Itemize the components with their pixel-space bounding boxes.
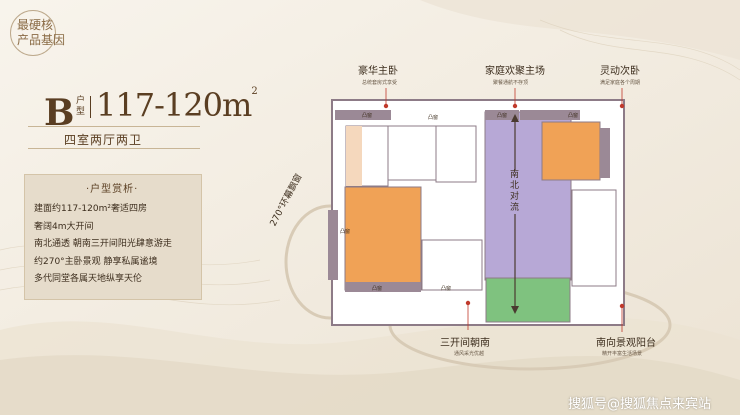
- room-label: 凸窗: [497, 112, 507, 119]
- room-label: 凸窗: [340, 228, 350, 235]
- room-label: 凸窗: [372, 285, 382, 292]
- room-label: 凸窗: [441, 285, 451, 292]
- callout-family-title: 家庭欢聚主场: [485, 66, 545, 77]
- callout-family-sub: 聚餐通航不存顶: [493, 80, 529, 86]
- bay-window-left: [328, 210, 338, 280]
- divider-bottom: [28, 148, 200, 149]
- flow-arrow-head-bottom: [511, 306, 519, 314]
- bay-window-top-right: [520, 110, 580, 120]
- callout-balcony-title: 南向景观阳台: [596, 338, 656, 349]
- callout-master-title: 豪华主卧: [358, 66, 398, 77]
- analysis-panel: [24, 174, 202, 300]
- brand-line1: 最硬核: [17, 18, 54, 32]
- second-bedroom: [541, 121, 601, 181]
- unit-area: 117-120m2: [96, 86, 258, 124]
- callout-master-sub: 总统套房式享受: [362, 80, 398, 86]
- kitchen: [571, 189, 617, 287]
- room-label: 凸窗: [568, 112, 578, 119]
- bay-window-top-left: [335, 110, 391, 120]
- unit-area-value: 117-120m: [96, 86, 252, 124]
- brand-seal: 最硬核 产品基因: [10, 10, 65, 56]
- bay-window-bottom: [345, 282, 421, 292]
- callout-dot-south: [465, 300, 471, 306]
- bedroom-bottom: [421, 239, 483, 291]
- unit-area-sup: 2: [251, 86, 257, 97]
- flow-arrow-head-top: [511, 114, 519, 122]
- room-label: 凸窗: [428, 114, 438, 121]
- analysis-item: 约270°主卧景观 静享私属谧境: [34, 256, 158, 267]
- callout-second-sub: 满足家庭各个周期: [600, 80, 641, 86]
- brand-line2: 产品基因: [17, 33, 66, 47]
- bay-window-right: [600, 128, 610, 178]
- analysis-item: 建面约117-120m²奢适四房: [34, 204, 147, 214]
- analysis-list: 建面约117-120m²奢适四房 奢阔4m大开间 南北通透 朝南三开间阳光肆意游…: [34, 201, 172, 289]
- south-balcony: [485, 277, 571, 323]
- bay-window-living: [485, 110, 519, 120]
- callout-south-sub: 通风采光优越: [454, 351, 485, 357]
- master-bath-tint: [346, 126, 362, 186]
- callout-second-title: 灵动次卧: [600, 66, 640, 77]
- bath-top: [435, 125, 477, 183]
- layout-title: 四室两厅两卫: [64, 133, 143, 147]
- unit-letter: B: [44, 92, 75, 134]
- callout-dot-balcony: [619, 303, 625, 309]
- analysis-title: ·户型赏析·: [86, 184, 139, 195]
- callout-dot-family: [512, 103, 518, 109]
- divider-top: [28, 126, 200, 127]
- bedroom-top: [387, 125, 437, 181]
- callout-flow-title: 南北对流: [510, 170, 520, 214]
- heading-separator: [90, 96, 91, 118]
- callout-balcony-sub: 精开丰富生活场景: [602, 351, 643, 357]
- unit-type-label: 户型: [76, 96, 86, 117]
- callout-dot-master: [383, 103, 389, 109]
- callout-south-title: 三开间朝南: [440, 338, 490, 349]
- analysis-item: 多代同堂各属天地纵享天伦: [34, 274, 143, 284]
- analysis-item: 南北通透 朝南三开间阳光肆意游走: [34, 239, 172, 249]
- analysis-item: 奢阔4m大开间: [34, 221, 94, 232]
- callout-dot-second: [619, 103, 625, 109]
- room-label: 凸窗: [362, 112, 372, 119]
- watermark: 搜狐号@搜狐焦点来宾站: [568, 397, 712, 412]
- master-bedroom: [344, 186, 422, 291]
